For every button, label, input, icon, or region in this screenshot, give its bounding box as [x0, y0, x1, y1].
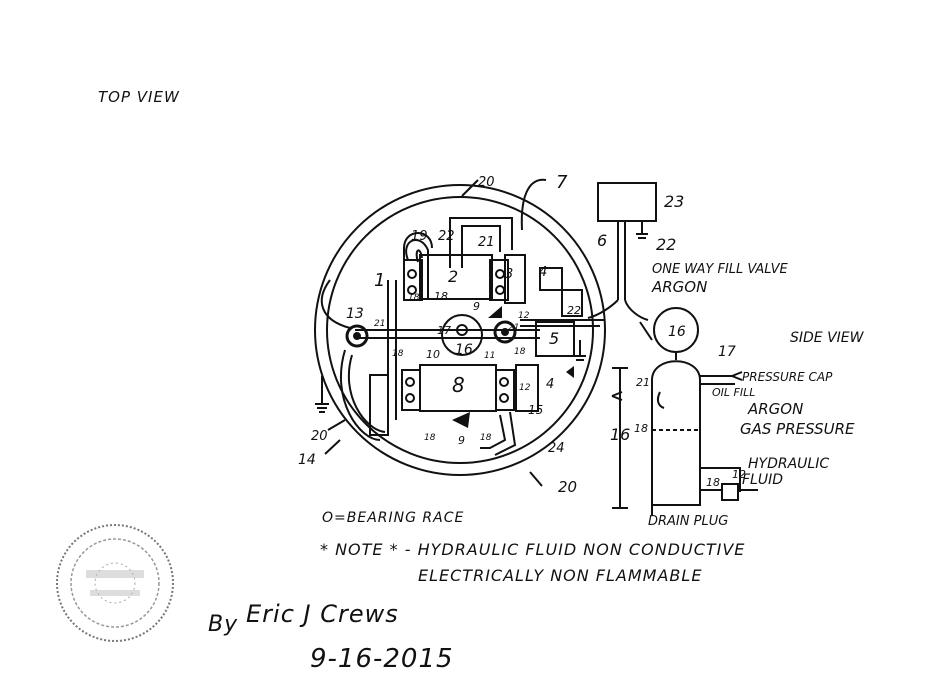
- label-4-mid: 4: [546, 377, 554, 392]
- label-20-left: 20: [311, 429, 328, 444]
- label-4-top: 4: [539, 265, 547, 280]
- label-9-bottom: 9: [458, 434, 465, 447]
- label-12-a: 12: [518, 311, 530, 321]
- bearing-race-left: [345, 324, 369, 348]
- side-reservoir: [651, 360, 701, 506]
- oil-fill-label: OIL FILL: [712, 386, 756, 399]
- label-21-left: 21: [374, 319, 385, 329]
- label-13: 13: [346, 306, 364, 322]
- signature-name: Eric J Crews: [246, 600, 399, 628]
- label-21-right: 21: [508, 323, 519, 333]
- fluid-label: FLUID: [742, 472, 784, 488]
- upper-pipe-loop: [449, 217, 513, 268]
- label-18-d: 18: [424, 433, 436, 443]
- label-8: 8: [452, 373, 465, 397]
- note-line-2: ELECTRICALLY NON FLAMMABLE: [418, 566, 703, 585]
- side-label-21: 21: [636, 376, 650, 389]
- label-19: 19: [411, 229, 428, 244]
- label-22-box: 22: [567, 304, 581, 317]
- unit-23: [597, 182, 657, 222]
- side-label-12: 12: [732, 468, 746, 481]
- label-6: 6: [597, 231, 607, 250]
- bearing-race-right: [493, 320, 517, 344]
- side-label-17: 17: [718, 344, 736, 360]
- label-7: 7: [556, 172, 568, 193]
- flow-arrow-lower: [452, 412, 470, 428]
- housing-outer-ring: [314, 184, 606, 476]
- argon-label: ARGON: [652, 278, 708, 296]
- label-3: 3: [505, 267, 513, 282]
- top-view-title: TOP VIEW: [98, 88, 180, 106]
- notary-stamp: [56, 524, 174, 642]
- label-20-bottom: 20: [558, 478, 577, 496]
- label-18-f: 18: [408, 293, 420, 303]
- side-label-16: 16: [668, 324, 686, 340]
- unit-5: [535, 321, 575, 357]
- label-10: 10: [426, 348, 440, 361]
- label-18-c: 18: [514, 347, 526, 357]
- signature-date: 9-16-2015: [310, 644, 454, 674]
- label-18-e: 18: [480, 433, 492, 443]
- label-18-a: 18: [434, 290, 448, 303]
- label-1: 1: [374, 270, 385, 291]
- bearing-race-legend: O=BEARING RACE: [322, 510, 465, 526]
- label-17: 17: [437, 324, 451, 337]
- note-line-1: * NOTE * - HYDRAULIC FLUID NON CONDUCTIV…: [320, 540, 746, 559]
- label-12-b: 12: [519, 383, 531, 393]
- label-5: 5: [549, 329, 559, 348]
- drain-plug-label: DRAIN PLUG: [648, 514, 729, 529]
- label-18-b: 18: [392, 349, 404, 359]
- label-14: 14: [298, 452, 316, 468]
- label-15: 15: [528, 403, 543, 417]
- label-2: 2: [448, 267, 458, 286]
- valve-label: ONE WAY FILL VALVE: [652, 262, 788, 277]
- label-11: 11: [484, 351, 495, 361]
- label-22-top: 22: [438, 229, 455, 244]
- label-21-top: 21: [478, 235, 495, 250]
- hydraulic-label: HYDRAULIC: [748, 456, 830, 472]
- side-label-18-b: 18: [706, 476, 720, 489]
- pressure-cap-label: PRESSURE CAP: [742, 370, 833, 384]
- housing-inner-ring: [326, 196, 594, 464]
- label-22-right: 22: [656, 235, 676, 254]
- label-16: 16: [455, 342, 473, 358]
- flow-arrow-upper: [488, 306, 502, 318]
- label-24: 24: [548, 441, 565, 456]
- side-label-18-a: 18: [634, 422, 648, 435]
- label-23: 23: [664, 192, 684, 211]
- argon-side-label: ARGON: [748, 400, 804, 418]
- side-label-16-b: 16: [610, 425, 630, 444]
- center-bearing: [441, 314, 483, 356]
- unit-2: [419, 254, 493, 300]
- label-20-top: 20: [478, 175, 495, 190]
- side-view-title: SIDE VIEW: [790, 330, 864, 346]
- signature-by: By: [208, 612, 239, 637]
- label-9-top: 9: [473, 300, 480, 313]
- gas-pressure-label: GAS PRESSURE: [740, 420, 855, 438]
